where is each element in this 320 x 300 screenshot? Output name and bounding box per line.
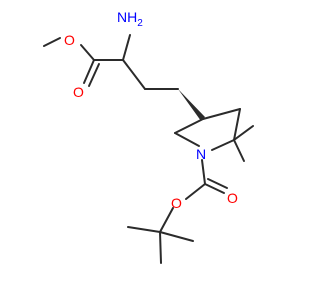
bond-tbu-methyl-bottom xyxy=(159,231,162,264)
amine-subscript: 2 xyxy=(137,18,143,29)
bond-methyl-to-ester-o xyxy=(43,37,61,47)
bond-carbamate-c-o-double-a xyxy=(204,183,225,194)
ester-oxygen-methoxy: O xyxy=(64,32,75,48)
bond-carbonyl-c-o-double-a xyxy=(83,59,95,84)
bond-n-to-carbamate-c xyxy=(201,159,206,185)
bond-c5-methyl-a xyxy=(233,125,254,141)
amine-label: NH2 xyxy=(117,9,143,29)
bond-carbamate-c-to-o-single xyxy=(185,183,206,200)
ester-oxygen-carbonyl: O xyxy=(73,84,84,100)
bond-o-to-tert-butyl-c xyxy=(159,207,174,233)
bond-tbu-methyl-left xyxy=(127,226,161,233)
bond-ring-c3-to-c4 xyxy=(202,108,241,120)
bond-ring-c4-to-c5 xyxy=(233,108,241,141)
bond-ring-c5-to-n xyxy=(211,139,235,151)
chemical-structure: NH2 O O N O O xyxy=(43,9,254,264)
bond-ring-n-to-c2 xyxy=(174,132,200,147)
amine-text: NH xyxy=(117,9,137,25)
bond-carbonyl-c-o-double-b xyxy=(88,63,100,87)
bond-ester-o-to-carbonyl-c xyxy=(80,44,95,61)
bond-carbamate-c-o-double-b xyxy=(207,178,228,189)
bond-alpha-c-to-ch2 xyxy=(122,59,146,90)
bond-tbu-methyl-right xyxy=(159,231,194,242)
carbamate-oxygen-single: O xyxy=(171,195,182,211)
stereo-wedge-bond xyxy=(178,89,205,121)
bond-alpha-c-to-amine xyxy=(122,34,131,61)
carbamate-oxygen-double: O xyxy=(227,190,238,206)
bond-ring-c2-to-c3 xyxy=(174,118,204,134)
bond-c5-methyl-b xyxy=(233,139,245,162)
ring-nitrogen: N xyxy=(196,146,206,162)
